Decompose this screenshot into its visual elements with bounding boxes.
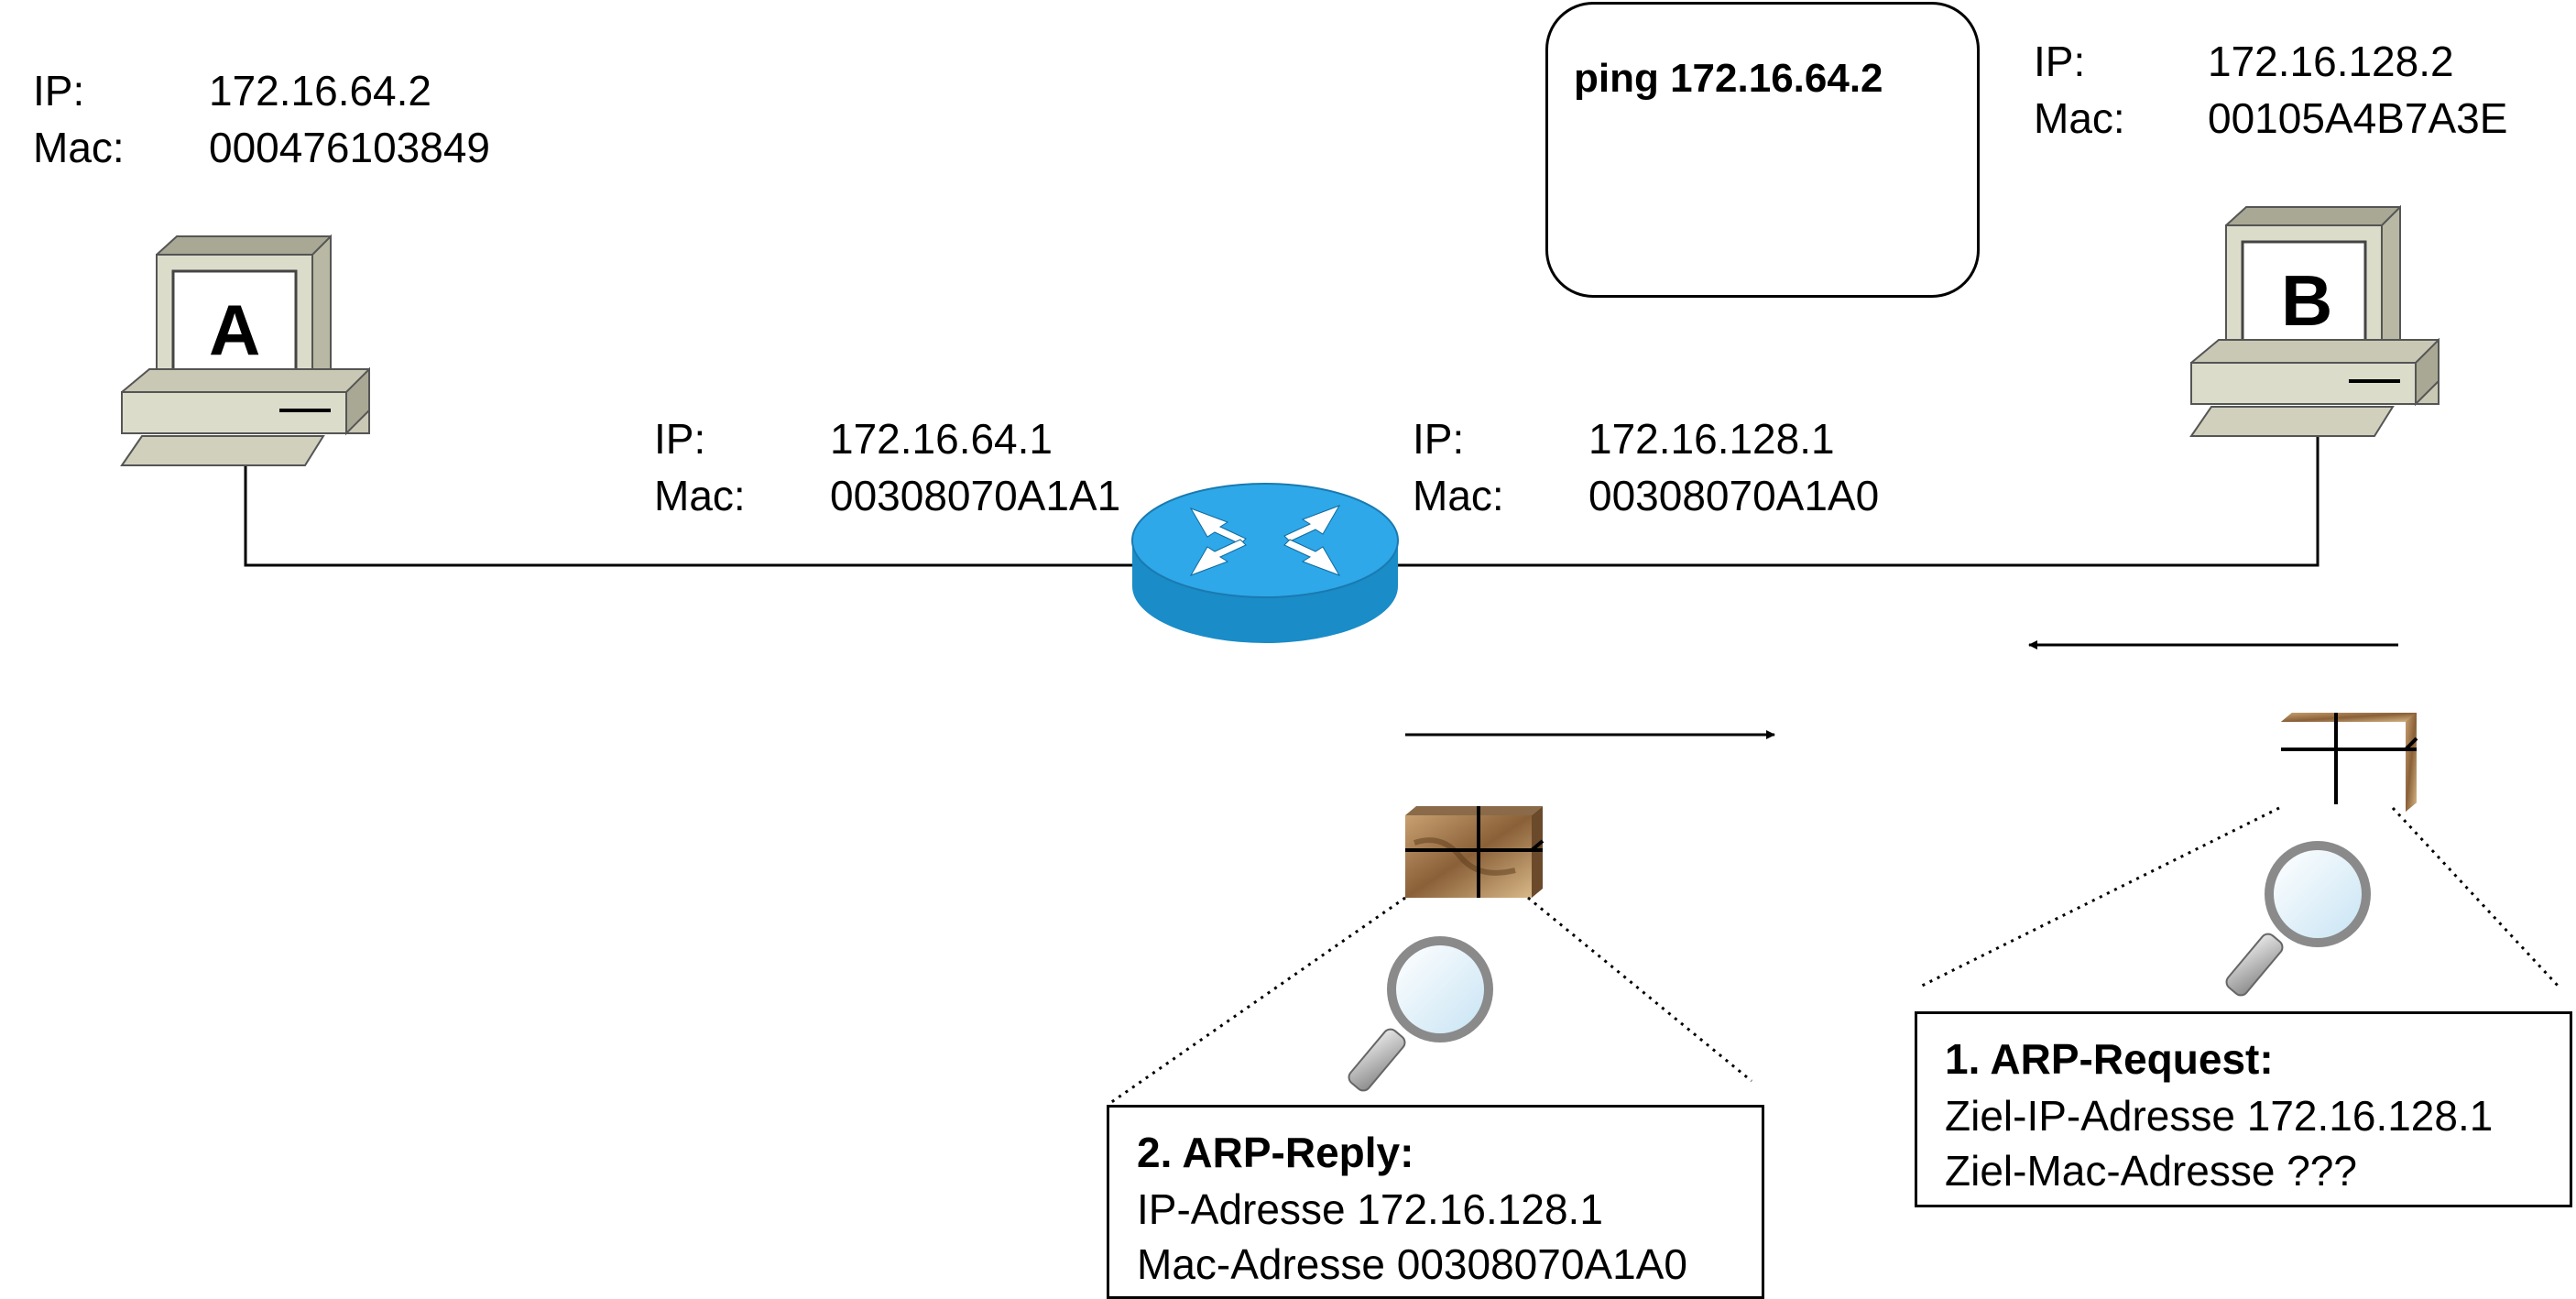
host-a-ip-label: IP:	[33, 67, 85, 115]
host-a-ip: 172.16.64.2	[209, 67, 432, 115]
ping-callout: ping 172.16.64.2	[1545, 2, 1980, 298]
host-b-ip-label: IP:	[2034, 38, 2086, 85]
computer-b-letter: B	[2281, 260, 2333, 341]
router-left-mac-label: Mac:	[654, 472, 746, 519]
arp-reply-line2: Mac-Adresse 00308070A1A0	[1137, 1240, 1687, 1288]
router-right-ip-label: IP:	[1413, 415, 1465, 463]
arp-reply-line1: IP-Adresse 172.16.128.1	[1137, 1185, 1603, 1233]
computer-a-icon	[120, 234, 370, 466]
router-icon	[1131, 483, 1399, 643]
package-reply-icon	[1405, 806, 1545, 898]
host-b-mac-label: Mac:	[2034, 94, 2125, 142]
host-a-mac: 000476103849	[209, 124, 490, 171]
router-left-mac: 00308070A1A1	[830, 472, 1121, 519]
arp-request-line2: Ziel-Mac-Adresse ???	[1945, 1147, 2357, 1195]
arp-reply-box: 2. ARP-Reply: IP-Adresse 172.16.128.1 Ma…	[1107, 1105, 1764, 1299]
router-right-mac: 00308070A1A0	[1588, 472, 1880, 519]
magnifier-request-icon	[2225, 841, 2371, 997]
computer-b-icon	[2189, 204, 2440, 437]
arp-request-box: 1. ARP-Request: Ziel-IP-Adresse 172.16.1…	[1915, 1011, 2572, 1207]
arp-request-line1: Ziel-IP-Adresse 172.16.128.1	[1945, 1092, 2494, 1140]
router-left-ip-label: IP:	[654, 415, 706, 463]
zoom-lines	[1109, 806, 2561, 1105]
computer-a-letter: A	[209, 289, 261, 370]
package-request-icon	[2281, 713, 2418, 812]
magnifier-reply-icon	[1348, 936, 1493, 1092]
router-right-mac-label: Mac:	[1413, 472, 1504, 519]
router-left-ip: 172.16.64.1	[830, 415, 1053, 463]
arp-reply-title: 2. ARP-Reply:	[1137, 1129, 1414, 1176]
ping-command: ping 172.16.64.2	[1574, 56, 1883, 101]
host-a-mac-label: Mac:	[33, 124, 125, 171]
network-cable	[244, 427, 2319, 567]
host-b-mac: 00105A4B7A3E	[2208, 94, 2508, 142]
arp-request-title: 1. ARP-Request:	[1945, 1035, 2274, 1083]
router-right-ip: 172.16.128.1	[1588, 415, 1835, 463]
host-b-ip: 172.16.128.2	[2208, 38, 2454, 85]
